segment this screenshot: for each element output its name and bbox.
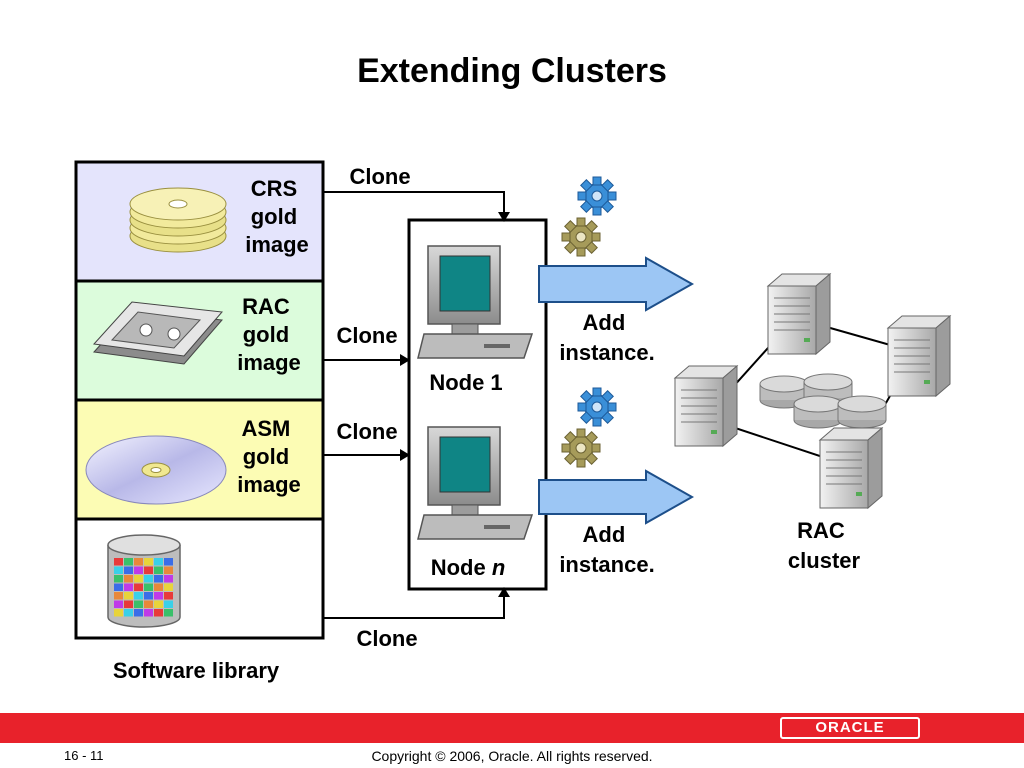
rac-cluster-label: RAC cluster [788, 518, 861, 573]
database-tile [144, 583, 153, 591]
asm-image-label: ASM gold image [237, 416, 301, 497]
cd-stack-icon [129, 187, 227, 253]
database-tile [134, 609, 143, 617]
database-tile [114, 575, 123, 583]
clone-label-asm: Clone [336, 419, 397, 444]
database-tile [114, 600, 123, 608]
database-tile [154, 566, 163, 574]
database-tile [134, 558, 143, 566]
database-tile [114, 592, 123, 600]
database-icon [107, 534, 181, 628]
clone-connectors [323, 191, 505, 619]
database-tile [134, 592, 143, 600]
crs-image-label: CRS gold image [245, 176, 309, 257]
software-library-caption: Software library [113, 658, 280, 683]
add-instance-label-1: Add instance. [559, 310, 654, 365]
cluster-diagram: CRS gold image RAC gold image ASM gold i… [74, 160, 951, 683]
server-icon [767, 273, 831, 355]
node-n-label: Node n [431, 555, 506, 580]
database-tile [144, 566, 153, 574]
database-tile [164, 609, 173, 617]
clone-arrowheads [400, 212, 510, 597]
clone-label-rac: Clone [336, 323, 397, 348]
server-icon [819, 427, 883, 509]
database-tile [144, 609, 153, 617]
node-1-label: Node 1 [429, 370, 502, 395]
server-icon [887, 315, 951, 397]
add-instance-arrow-2 [538, 469, 695, 525]
rac-image-label: RAC gold image [237, 294, 301, 375]
database-tile [154, 558, 163, 566]
gears-icon [561, 176, 617, 257]
database-tile [154, 609, 163, 617]
optical-disc-icon [85, 435, 227, 505]
database-tile [144, 558, 153, 566]
gears-icon [561, 387, 617, 468]
database-tile [154, 583, 163, 591]
database-tile [114, 583, 123, 591]
database-tile [124, 558, 133, 566]
clone-label-database: Clone [356, 626, 417, 651]
database-tile [154, 600, 163, 608]
database-tile [134, 575, 143, 583]
database-tile [164, 600, 173, 608]
database-tile [134, 583, 143, 591]
database-tile [114, 566, 123, 574]
database-tile [114, 558, 123, 566]
disk-icon [759, 373, 887, 429]
database-tile [164, 558, 173, 566]
database-tile [164, 583, 173, 591]
oracle-logo: ORACLE [780, 717, 920, 739]
database-tile [134, 600, 143, 608]
database-tile [144, 592, 153, 600]
server-icon [674, 365, 738, 447]
database-tile [144, 575, 153, 583]
database-tile [154, 592, 163, 600]
database-tile [124, 600, 133, 608]
database-tile [164, 592, 173, 600]
database-tile [124, 566, 133, 574]
database-tile [164, 566, 173, 574]
database-tile [154, 575, 163, 583]
copyright-notice: Copyright © 2006, Oracle. All rights res… [371, 748, 653, 764]
database-tile [124, 575, 133, 583]
database-tile [124, 583, 133, 591]
database-tile [144, 600, 153, 608]
add-instance-label-2: Add instance. [559, 522, 654, 577]
database-tile [134, 566, 143, 574]
database-tile [124, 609, 133, 617]
database-tile [124, 592, 133, 600]
add-instance-arrow-1 [538, 256, 695, 312]
slide-title: Extending Clusters [357, 52, 667, 90]
database-tile [164, 575, 173, 583]
tape-cartridge-icon [92, 301, 223, 365]
page-number: 16 - 11 [64, 748, 104, 763]
database-tile [114, 609, 123, 617]
clone-label-crs: Clone [349, 164, 410, 189]
